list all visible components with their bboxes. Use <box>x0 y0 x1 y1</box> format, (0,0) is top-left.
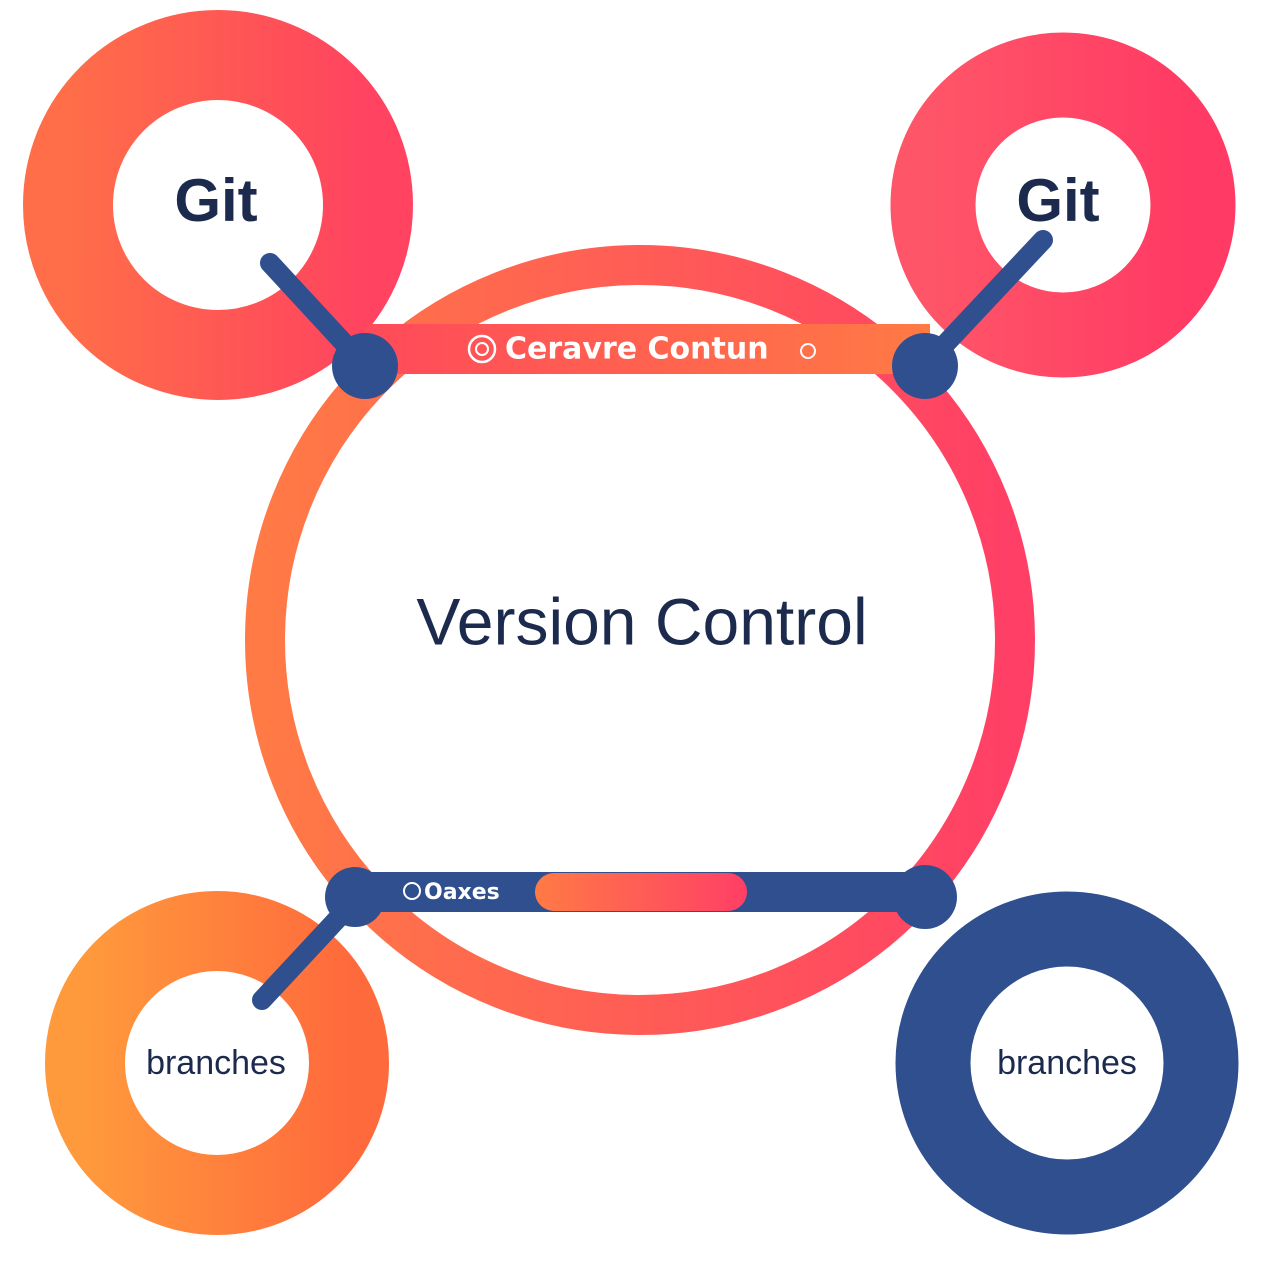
node-top-right[interactable]: Git <box>890 32 1236 378</box>
joint-top-right <box>892 333 958 399</box>
node-ring <box>895 891 1239 1235</box>
bottom-bar: Oaxes <box>355 872 930 912</box>
top-bar-fill <box>365 324 930 374</box>
dot-icon <box>800 343 816 359</box>
joint-bottom-right <box>893 865 957 929</box>
swirl-icon <box>403 882 421 900</box>
joint-bottom-left <box>325 867 385 927</box>
center-title: Version Control <box>416 584 867 658</box>
node-label: Git <box>1016 167 1099 234</box>
node-label: Git <box>174 167 257 234</box>
central-ring <box>245 245 1035 1035</box>
connector-top-right <box>925 230 1053 365</box>
node-bottom-right[interactable]: branches <box>895 891 1239 1235</box>
node-ring <box>890 32 1236 378</box>
bottom-bar-pill <box>535 873 747 911</box>
node-ring <box>23 10 413 400</box>
node-label: branches <box>997 1044 1137 1082</box>
bottom-bar-label: Oaxes <box>424 880 500 905</box>
node-bottom-left[interactable]: branches <box>45 891 389 1235</box>
node-ring <box>45 891 389 1235</box>
joint-top-left <box>332 333 398 399</box>
node-label: branches <box>146 1044 286 1082</box>
top-bar: Ceravre Contun <box>365 324 930 374</box>
node-top-left[interactable]: Git <box>23 10 413 400</box>
connector-top-left <box>260 253 365 365</box>
top-bar-label: Ceravre Contun <box>505 332 769 367</box>
swirl-icon <box>467 334 497 364</box>
